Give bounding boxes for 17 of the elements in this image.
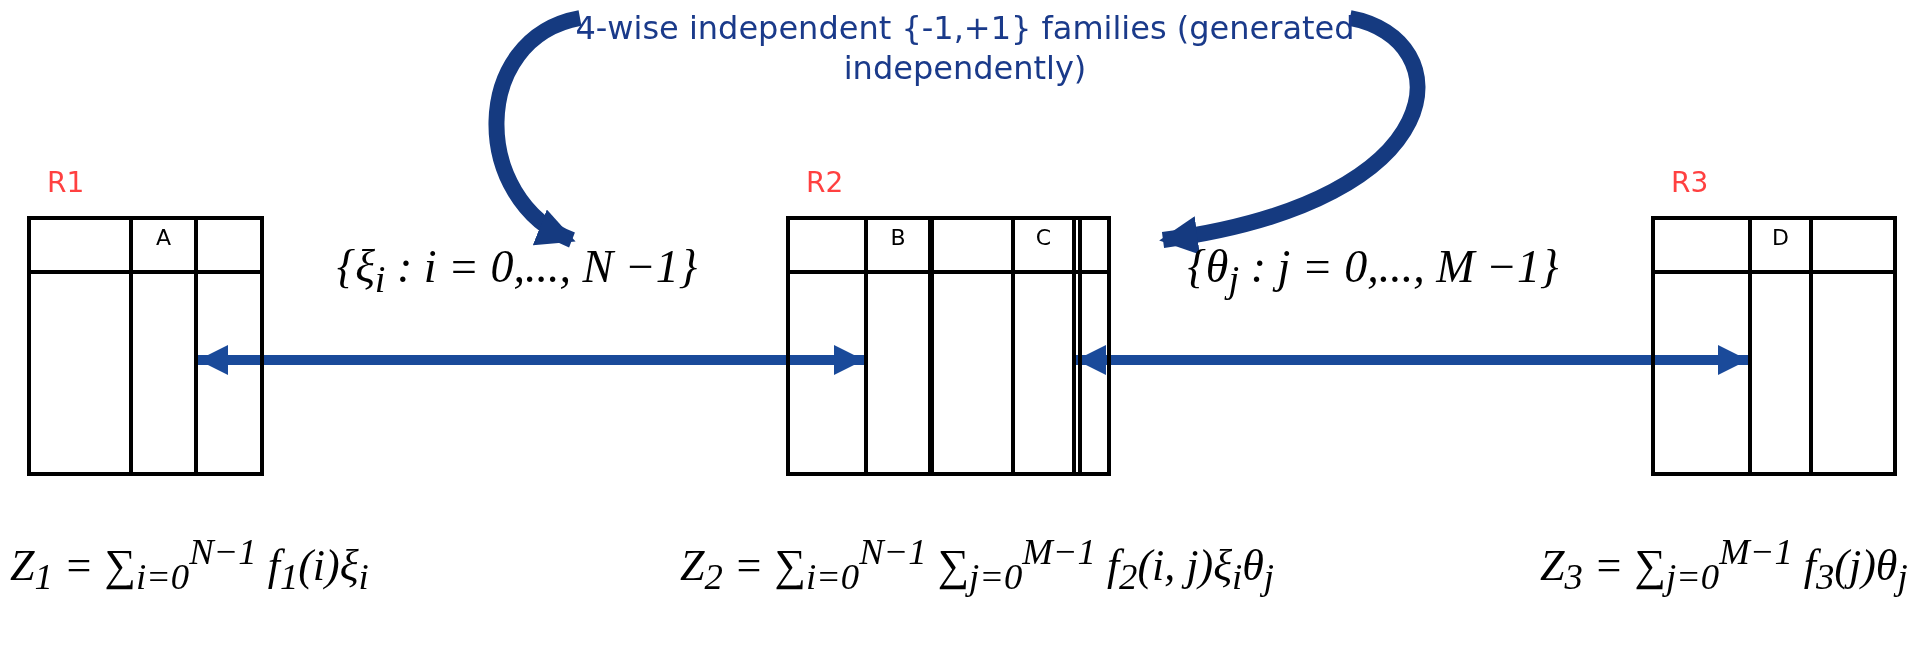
curved-arrow — [488, 10, 583, 248]
set-formula: {ξ$_{i}$ : i = 0,..., N −1} — [272, 238, 762, 305]
column-header: A — [154, 224, 173, 252]
double-arrow — [198, 345, 864, 375]
column-header: B — [889, 224, 907, 252]
table-name: R3 — [1671, 166, 1709, 200]
curved-arrow — [1159, 10, 1425, 253]
double-arrow — [1076, 345, 1748, 375]
table-name: R2 — [806, 166, 844, 200]
set-formula: {θ$_{j}$ : j = 0,..., M −1} — [1113, 238, 1633, 305]
column-header: C — [1034, 224, 1053, 252]
column-header: D — [1771, 224, 1790, 252]
sum-formula: Z$_{1}$ = ∑$_{i=0}$$^{N−1}$ f$_{1}$(i)ξ$_{i}$ — [10, 530, 369, 599]
table-name: R1 — [47, 166, 85, 200]
heading-text: 4-wise independent {-1,+1} families (generated independently) — [560, 8, 1370, 88]
sum-formula: Z$_{3}$ = ∑$_{j=0}$$^{M−1}$ f$_{3}$(j)θ$_{j}$ — [1540, 530, 1908, 599]
sum-formula: Z$_{2}$ = ∑$_{i=0}$$^{N−1}$ ∑$_{j=0}$$^{M−1}$ f$_{2}$(i, j)ξ$_{i}$θ$_{j}$ — [680, 530, 1275, 599]
